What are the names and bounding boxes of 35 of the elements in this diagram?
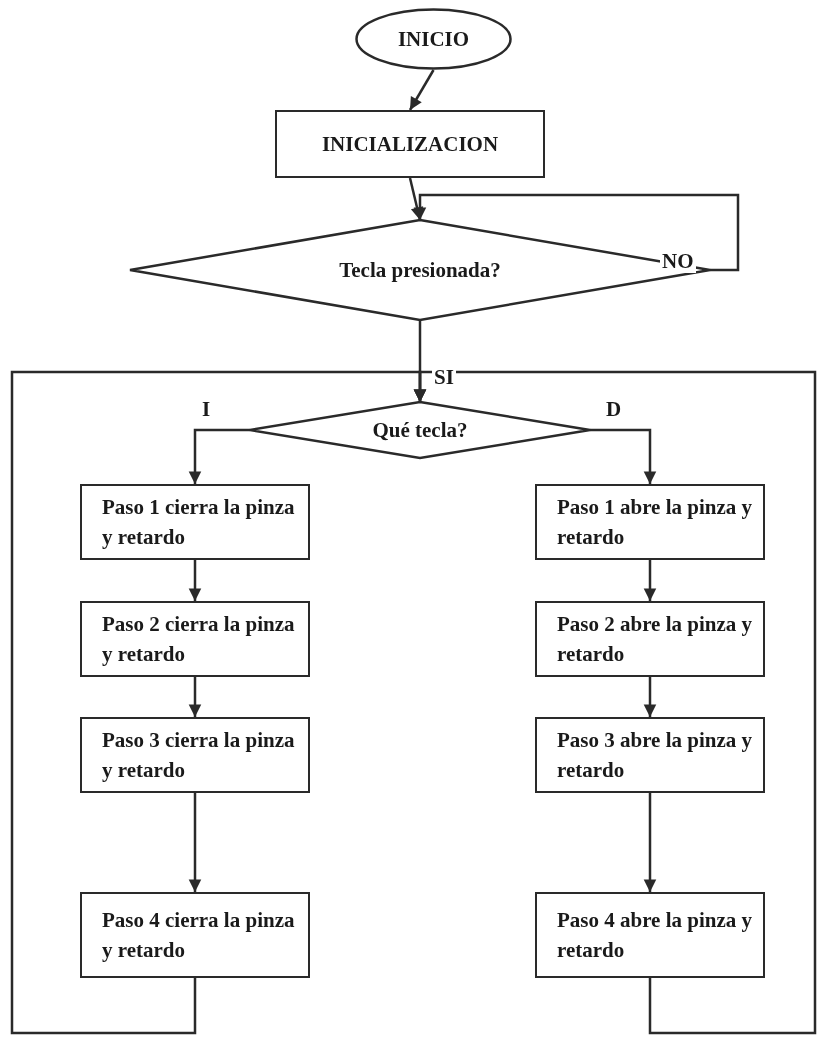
node-text: Paso 4 cierra la pinza y retardo <box>102 906 296 964</box>
process-box <box>535 601 765 677</box>
process-box <box>535 892 765 978</box>
node-text: Paso 1 abre la pinza y retardo <box>557 493 754 551</box>
arrow <box>188 677 202 718</box>
process-box <box>535 717 765 793</box>
arrow <box>590 428 657 485</box>
node-text: Paso 2 abre la pinza y retardo <box>557 610 754 668</box>
arrow <box>413 193 740 272</box>
arrow <box>643 793 657 893</box>
arrow <box>643 677 657 718</box>
node-text: Paso 1 cierra la pinza y retardo <box>102 493 296 551</box>
arrow <box>188 560 202 602</box>
terminator-oval <box>355 8 512 70</box>
node-text: Paso 3 abre la pinza y retardo <box>557 726 754 784</box>
process-box <box>535 484 765 560</box>
arrow <box>188 428 250 485</box>
node-text: INICIALIZACION <box>321 130 499 158</box>
process-box <box>275 110 545 178</box>
arrow <box>408 69 435 111</box>
node-text: Qué tecla? <box>372 416 468 444</box>
node-text: Tecla presionada? <box>339 256 501 284</box>
process-box <box>80 484 310 560</box>
arrow <box>643 560 657 602</box>
decision-diamond <box>130 220 710 320</box>
arrow <box>413 370 817 1035</box>
node-text: INICIO <box>397 25 470 53</box>
node-text: Paso 4 abre la pinza y retardo <box>557 906 754 964</box>
process-box <box>80 717 310 793</box>
arrow <box>188 793 202 893</box>
node-text: Paso 2 cierra la pinza y retardo <box>102 610 296 668</box>
decision-diamond <box>250 402 590 458</box>
process-box <box>80 601 310 677</box>
process-box <box>80 892 310 978</box>
node-text: Paso 3 cierra la pinza y retardo <box>102 726 296 784</box>
